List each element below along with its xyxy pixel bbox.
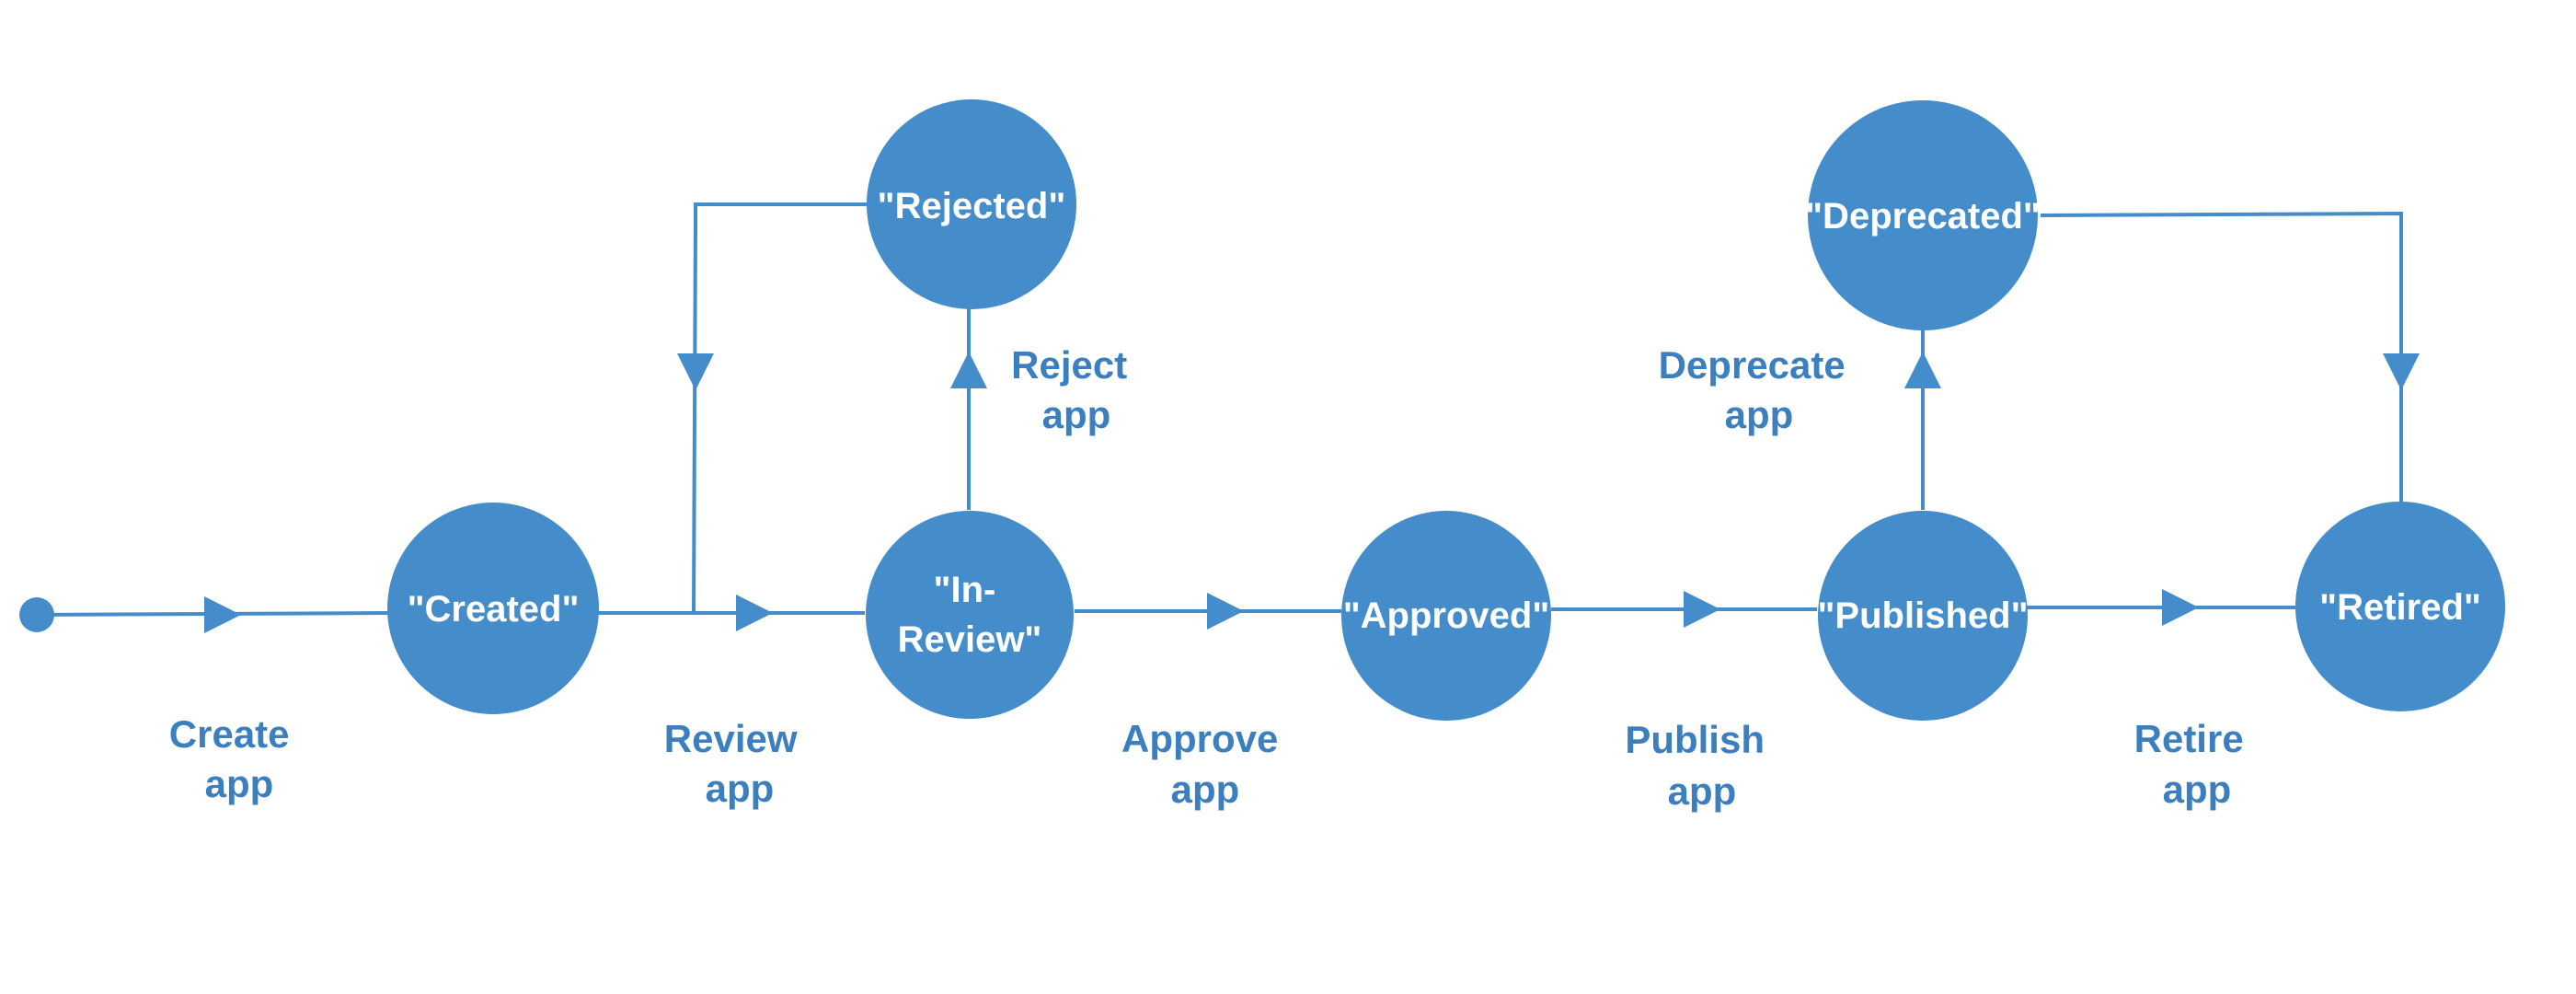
arrowhead-deprecate bbox=[1904, 352, 1941, 388]
arrowhead-retire bbox=[2162, 589, 2199, 626]
transition-label-line: app bbox=[1042, 393, 1111, 436]
state-label-line: "Approved" bbox=[1343, 595, 1550, 636]
state-node-approved bbox=[1341, 511, 1551, 721]
transition-label-review: Review app bbox=[664, 717, 808, 810]
state-label-line: "Published" bbox=[1817, 595, 2028, 636]
initial-state-dot bbox=[19, 597, 54, 632]
transition-label-line: app bbox=[1725, 393, 1794, 436]
state-node-retired bbox=[2295, 502, 2505, 711]
arrowhead-review bbox=[736, 595, 773, 631]
edge-rejected-created bbox=[692, 202, 868, 612]
state-label-approved: "Approved" bbox=[1343, 595, 1550, 636]
state-node-in-review bbox=[866, 511, 1074, 719]
transition-label-retire: Retire app bbox=[2134, 717, 2255, 811]
state-node-created bbox=[387, 503, 599, 714]
state-label-rejected: "Rejected" bbox=[878, 186, 1066, 226]
state-label-line: "In- bbox=[934, 570, 996, 610]
transition-label-line: app bbox=[2163, 768, 2232, 811]
transition-label-reject: Reject app bbox=[1011, 343, 1138, 436]
arrowhead-deprecated-retire bbox=[2383, 353, 2420, 390]
state-label-line: "Rejected" bbox=[878, 186, 1066, 226]
state-node-rejected bbox=[867, 99, 1076, 309]
state-label-published: "Published" bbox=[1817, 595, 2028, 636]
state-node-published bbox=[1818, 511, 2028, 721]
arrowhead-reject bbox=[950, 352, 987, 388]
transition-label-line: Publish bbox=[1625, 718, 1765, 761]
transition-label-line: app bbox=[205, 762, 274, 805]
transition-label-line: Deprecate bbox=[1659, 343, 1846, 387]
transition-label-line: Reject bbox=[1011, 343, 1127, 387]
state-label-retired: "Retired" bbox=[2319, 587, 2481, 628]
transition-label-line: Approve bbox=[1121, 717, 1278, 760]
transition-label-approve: Approve app bbox=[1121, 717, 1289, 811]
state-label-deprecated: "Deprecated" bbox=[1805, 196, 2041, 237]
transition-label-line: app bbox=[706, 767, 775, 810]
transition-label-publish: Publish app bbox=[1625, 718, 1775, 813]
state-label-created: "Created" bbox=[408, 589, 580, 630]
transition-label-line: app bbox=[1668, 769, 1737, 813]
transition-label-line: Create bbox=[169, 712, 290, 756]
transition-label-line: Retire bbox=[2134, 717, 2244, 760]
edge-deprecated-retired bbox=[2040, 211, 2403, 503]
state-label-line: Review" bbox=[898, 619, 1042, 660]
state-label-line: "Deprecated" bbox=[1805, 196, 2041, 237]
arrowhead-publish bbox=[1684, 591, 1720, 628]
arrowhead-approve bbox=[1207, 593, 1244, 630]
state-label-in-review: "In- Review" bbox=[898, 570, 1042, 660]
state-label-line: "Retired" bbox=[2319, 587, 2481, 628]
state-label-line: "Created" bbox=[408, 589, 580, 630]
transition-label-deprecate: Deprecate app bbox=[1659, 343, 1857, 436]
arrowhead-rejected-return bbox=[677, 353, 714, 390]
transition-label-line: app bbox=[1171, 768, 1240, 811]
transition-label-create: Create app bbox=[169, 712, 300, 805]
state-node-deprecated bbox=[1808, 100, 2038, 330]
arrowhead-create bbox=[204, 596, 241, 633]
transition-label-line: Review bbox=[664, 717, 798, 760]
